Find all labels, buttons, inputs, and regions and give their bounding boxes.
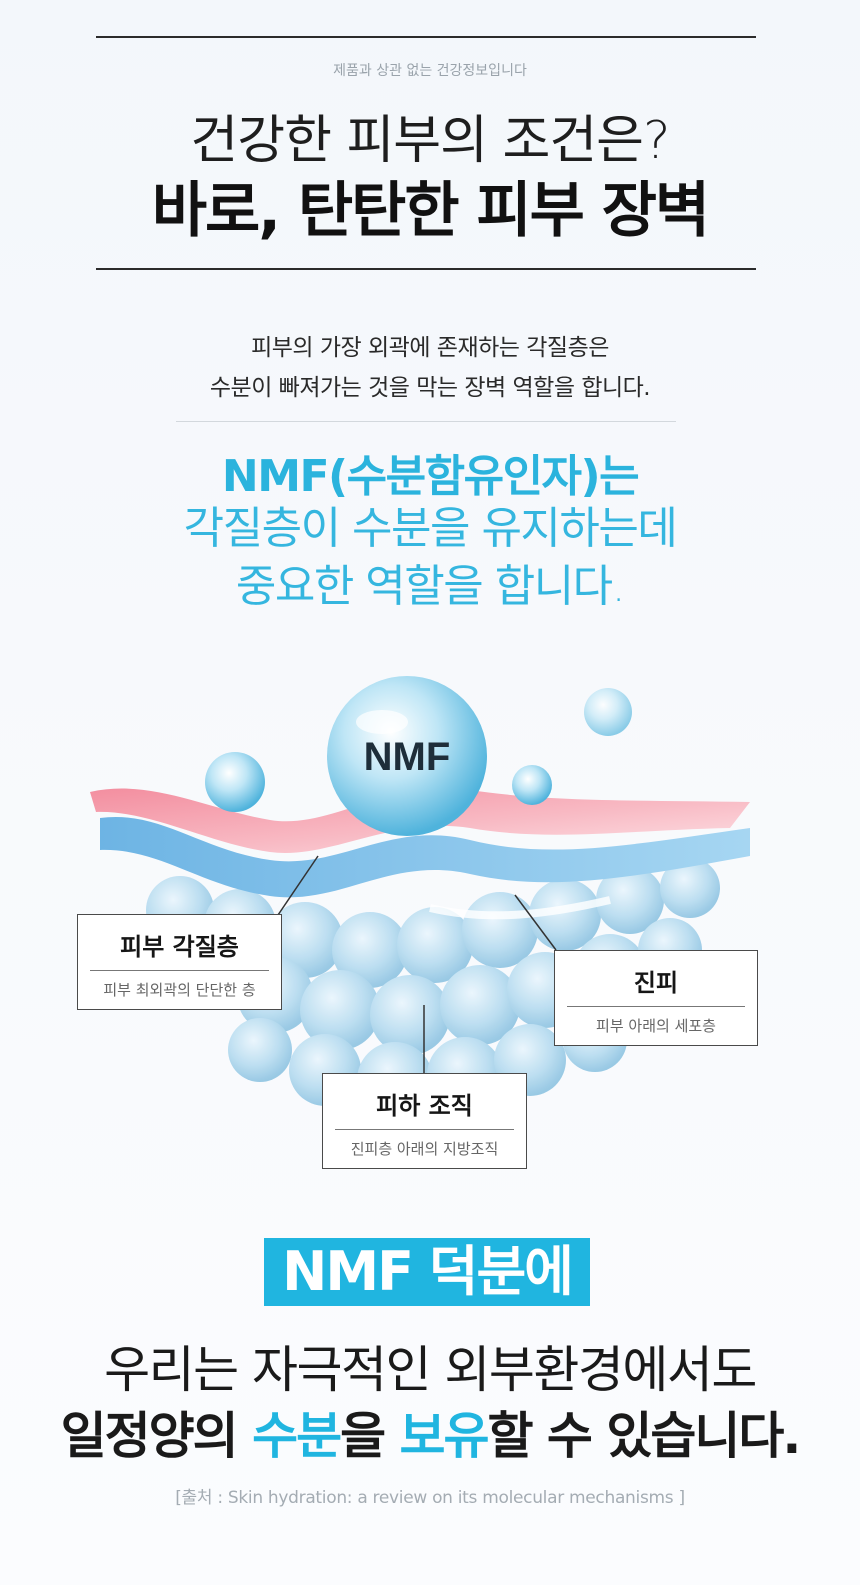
nmf-body-line-2: 중요한 역할을 합니다. <box>235 561 626 612</box>
small-droplet-left <box>205 752 265 812</box>
small-droplet-top-right <box>584 688 632 736</box>
label-subcutis-sub: 진피층 아래의 지방조직 <box>335 1129 514 1159</box>
connector-dermis <box>514 894 557 951</box>
label-subcutis: 피하 조직 진피층 아래의 지방조직 <box>322 1073 527 1169</box>
question-title: 건강한 피부의 조건은? <box>190 111 670 171</box>
description: 피부의 가장 외곽에 존재하는 각질층은 수분이 빠져가는 것을 막는 장벽 역… <box>0 328 860 408</box>
nmf-body-line-1: 각질층이 수분을 유지하는데 <box>183 503 678 554</box>
label-dermis: 진피 피부 아래의 세포층 <box>554 950 758 1046</box>
closing-part-a: 일정양의 <box>60 1407 253 1465</box>
label-stratum-sub: 피부 최외곽의 단단한 층 <box>90 970 269 1000</box>
description-line-2: 수분이 빠져가는 것을 막는 장벽 역할을 합니다. <box>209 375 651 401</box>
closing-highlight-retain: 보유 <box>399 1407 490 1465</box>
nmf-heading: NMF(수분함유인자)는 <box>221 451 640 502</box>
label-dermis-title: 진피 <box>633 969 679 997</box>
small-droplet-right <box>512 765 552 805</box>
closing-highlight-moisture: 수분 <box>252 1407 342 1465</box>
description-line-1: 피부의 가장 외곽에 존재하는 각질층은 <box>251 335 609 361</box>
disclaimer-text: 제품과 상관 없는 건강정보입니다 <box>333 63 527 79</box>
label-stratum-title: 피부 각질층 <box>120 933 239 961</box>
source-citation: [출처 : Skin hydration: a review on its mo… <box>175 1488 685 1508</box>
nmf-badge: NMF 덕분에 <box>264 1238 590 1306</box>
label-stratum-corneum: 피부 각질층 피부 최외곽의 단단한 층 <box>77 914 282 1010</box>
nmf-droplet-label: NMF <box>364 735 451 779</box>
closing-line-2: 일정양의 수분을 보유할 수 있습니다. <box>0 1396 860 1468</box>
closing-part-c: 할 수 있습니다. <box>487 1407 802 1465</box>
dermis-band <box>100 816 750 898</box>
top-divider <box>96 36 756 38</box>
connector-stratum <box>277 855 319 916</box>
main-title: 바로, 탄탄한 피부 장벽 <box>151 176 710 246</box>
description-divider <box>176 421 676 422</box>
closing-line-1: 우리는 자극적인 외부환경에서도 <box>104 1341 757 1399</box>
label-subcutis-title: 피하 조직 <box>376 1092 473 1120</box>
label-dermis-sub: 피부 아래의 세포층 <box>567 1006 745 1036</box>
closing-part-b: 을 <box>340 1407 400 1465</box>
nmf-body: 각질층이 수분을 유지하는데 중요한 역할을 합니다. <box>0 500 860 616</box>
title-divider <box>96 268 756 270</box>
